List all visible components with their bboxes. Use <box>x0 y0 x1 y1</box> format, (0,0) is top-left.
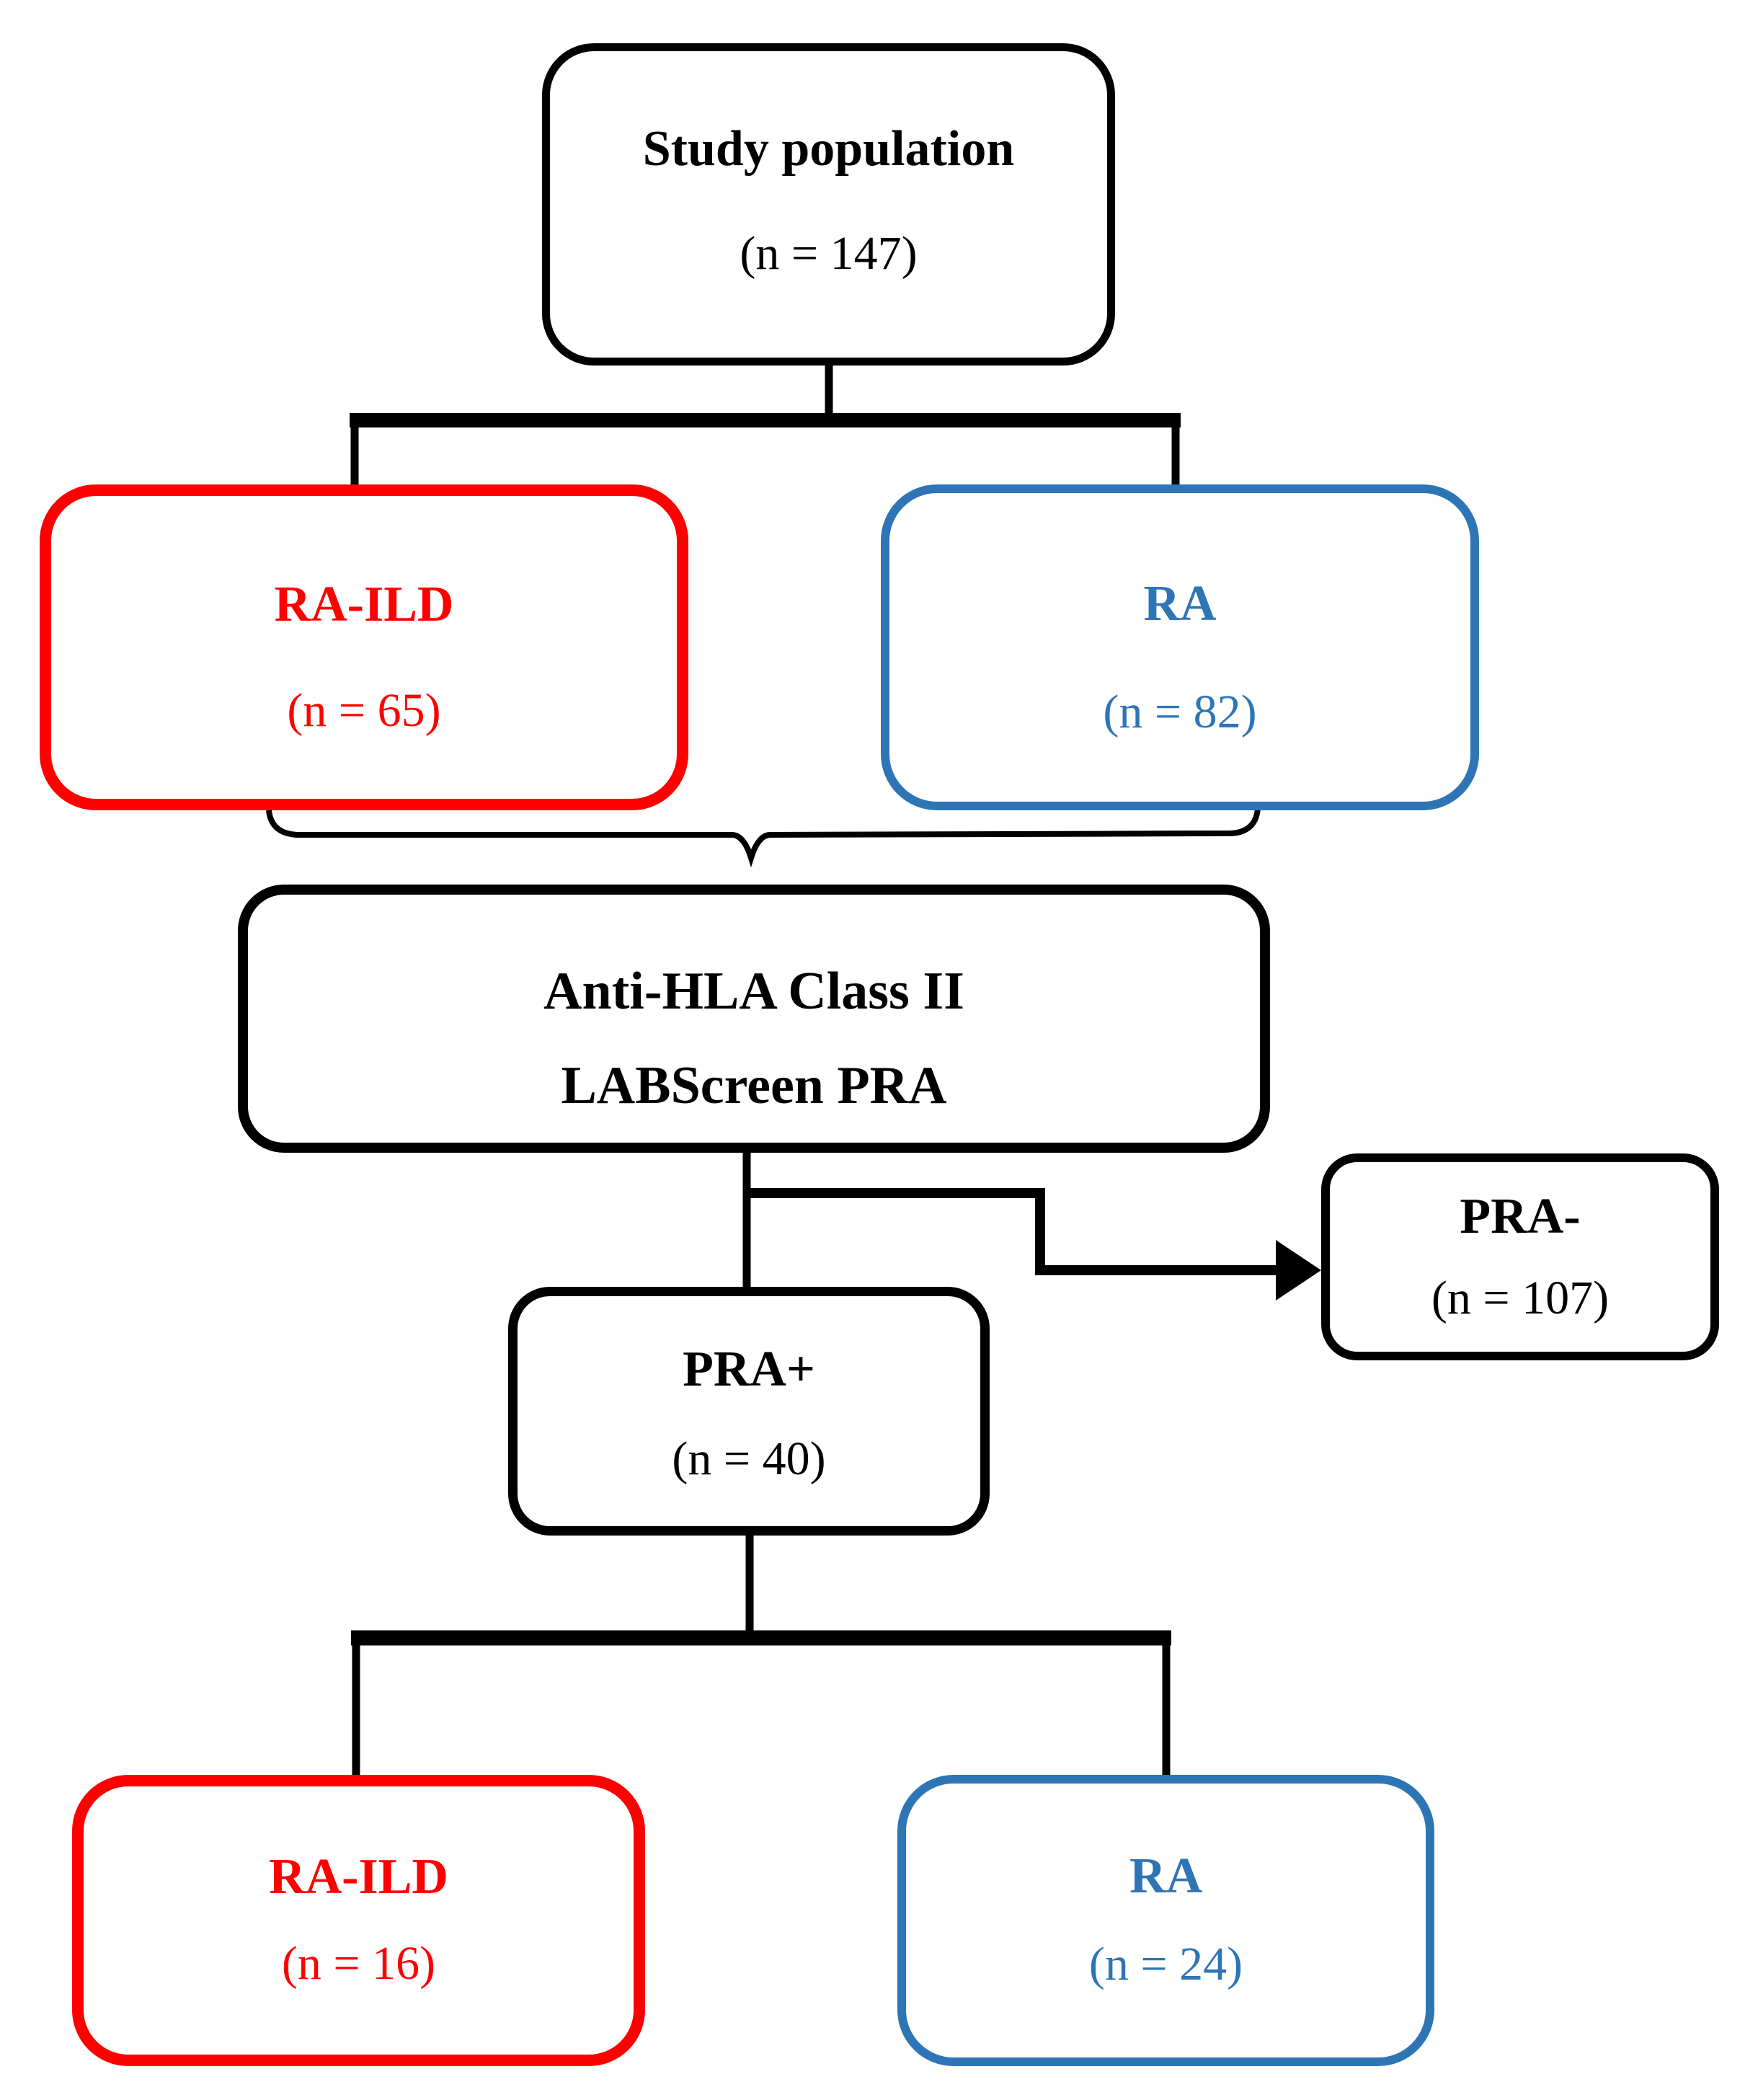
pra-positive-title: PRA+ <box>683 1342 815 1398</box>
ra-group-box: RA (n = 82) <box>881 484 1479 810</box>
ra-ild-pra-positive-count: (n = 16) <box>281 1936 436 1990</box>
ra-pra-positive-box: RA (n = 24) <box>897 1775 1434 2066</box>
arrowhead-praneg <box>1276 1240 1321 1301</box>
brace-merge <box>266 808 1261 868</box>
anti-hla-line1: Anti-HLA Class II <box>543 962 964 1022</box>
pra-negative-count: (n = 107) <box>1431 1272 1610 1325</box>
anti-hla-line2: LABScreen PRA <box>561 1055 947 1115</box>
study-population-count: (n = 147) <box>740 226 918 280</box>
ra-ild-pra-positive-box: RA-ILD (n = 16) <box>72 1775 645 2066</box>
ra-group-title: RA <box>1143 576 1217 632</box>
pra-positive-count: (n = 40) <box>672 1432 826 1486</box>
study-population-box: Study population (n = 147) <box>542 43 1115 365</box>
ra-pra-positive-title: RA <box>1129 1848 1203 1905</box>
ra-ild-group-title: RA-ILD <box>274 577 454 633</box>
anti-hla-screening-box: Anti-HLA Class II LABScreen PRA <box>238 885 1270 1153</box>
ra-pra-positive-count: (n = 24) <box>1088 1937 1243 1990</box>
pra-negative-title: PRA- <box>1460 1189 1581 1245</box>
pra-positive-box: PRA+ (n = 40) <box>508 1287 990 1536</box>
study-population-title: Study population <box>642 121 1015 177</box>
ra-ild-group-box: RA-ILD (n = 65) <box>40 484 688 810</box>
ra-group-count: (n = 82) <box>1103 685 1257 738</box>
ra-ild-group-count: (n = 65) <box>287 684 441 737</box>
ra-ild-pra-positive-title: RA-ILD <box>269 1849 448 1905</box>
pra-negative-box: PRA- (n = 107) <box>1321 1153 1719 1360</box>
